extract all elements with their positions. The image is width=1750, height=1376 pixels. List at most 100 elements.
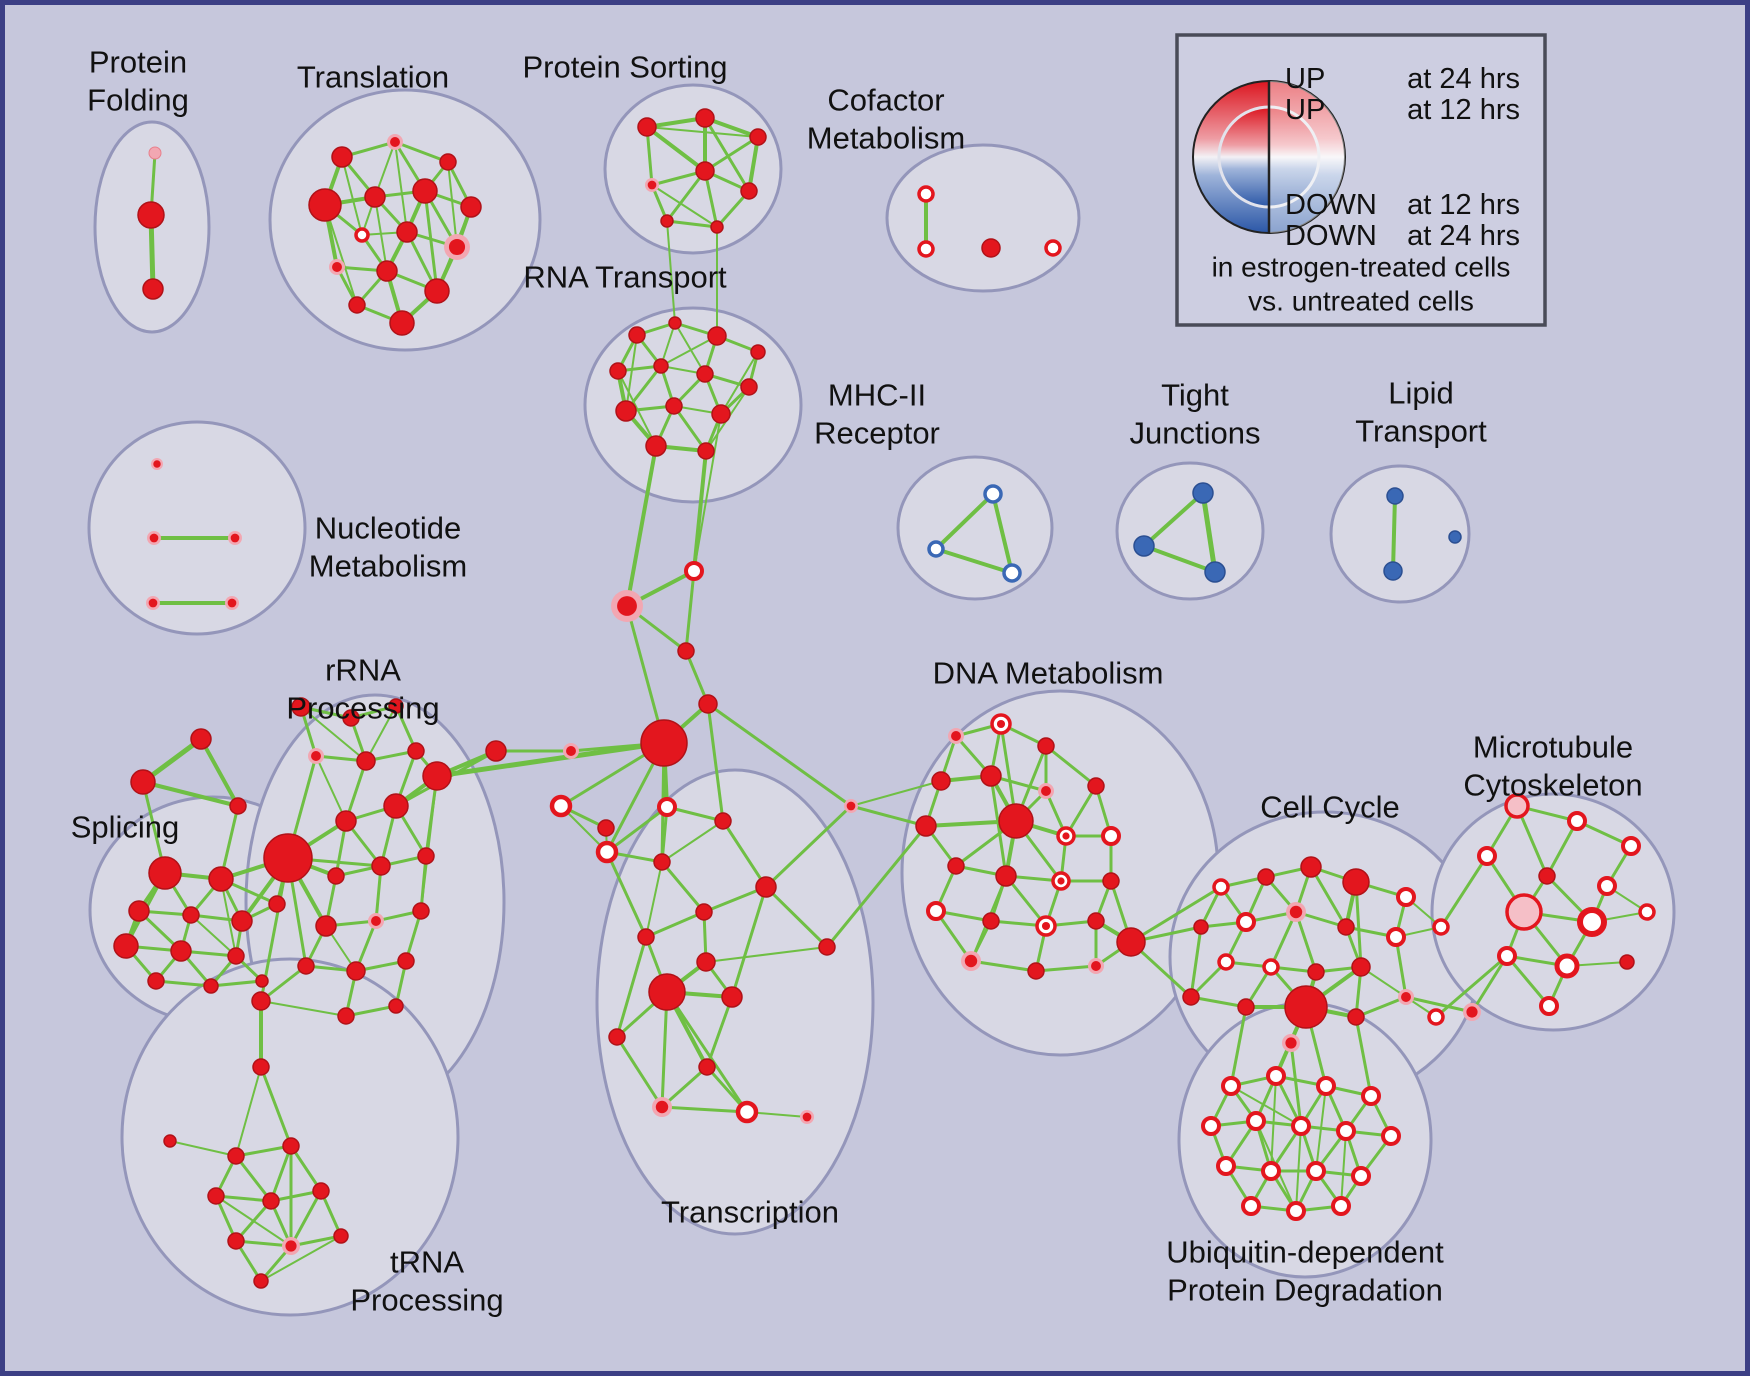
- gene-node-up: [297, 957, 315, 975]
- node-shape: [1597, 876, 1617, 896]
- node-shape: [485, 740, 507, 762]
- node-shape: [931, 771, 951, 791]
- gene-node-up: [333, 1228, 349, 1244]
- gene-node-up: [485, 740, 507, 762]
- gene-node-up-ring: [1101, 826, 1121, 846]
- edge: [645, 861, 663, 938]
- node-shape: [1289, 905, 1303, 919]
- node-shape: [964, 954, 978, 968]
- node-shape: [208, 866, 234, 892]
- gene-node-up: [615, 400, 637, 422]
- gene-node-up: [1237, 998, 1255, 1016]
- node-shape: [698, 694, 718, 714]
- cluster-label-cell-cycle: Cell Cycle: [1260, 790, 1400, 825]
- node-shape: [190, 728, 212, 750]
- gene-node-up: [251, 991, 271, 1011]
- node-shape: [1432, 918, 1450, 936]
- node-shape: [695, 903, 713, 921]
- gene-node-up: [412, 902, 430, 920]
- edge: [214, 1194, 273, 1203]
- gene-node-up: [364, 186, 386, 208]
- gene-node-down: [1383, 561, 1403, 581]
- node-shape: [998, 803, 1034, 839]
- edge: [825, 824, 928, 949]
- edge: [259, 1065, 293, 1148]
- node-shape: [1041, 921, 1051, 931]
- gene-node-up: [170, 940, 192, 962]
- edge: [615, 1035, 664, 1109]
- cluster-label-protein-sorting: Protein Sorting: [522, 50, 727, 85]
- node-shape: [802, 1112, 812, 1122]
- node-shape: [1285, 1037, 1297, 1049]
- node-shape: [312, 1182, 330, 1200]
- gene-node-up-ring: [917, 185, 935, 203]
- node-shape: [846, 801, 856, 811]
- node-shape: [1466, 1006, 1478, 1018]
- gene-node-up: [995, 865, 1017, 887]
- gene-node-up-halo: [1398, 989, 1414, 1005]
- node-shape: [1381, 1126, 1401, 1146]
- gene-node-up-target: [1056, 826, 1076, 846]
- gene-node-up: [291, 697, 311, 717]
- gene-node-up: [1037, 737, 1055, 755]
- gene-node-up-halo: [282, 1237, 300, 1255]
- node-shape: [647, 180, 657, 190]
- gene-node-up: [695, 903, 713, 921]
- node-shape: [227, 1147, 245, 1165]
- node-shape: [291, 697, 311, 717]
- node-shape: [1182, 988, 1200, 1006]
- gene-node-up: [1619, 954, 1635, 970]
- node-shape: [740, 378, 758, 396]
- node-shape: [698, 1058, 716, 1076]
- node-shape: [182, 906, 200, 924]
- edge: [1142, 544, 1217, 574]
- node-shape: [1087, 912, 1105, 930]
- gene-node-up-ring: [1266, 1066, 1286, 1086]
- edge: [1505, 954, 1551, 1008]
- node-shape: [364, 186, 386, 208]
- node-shape: [1307, 963, 1325, 981]
- gene-node-up: [1307, 963, 1325, 981]
- gene-node-up-ring: [549, 794, 573, 818]
- node-shape: [1477, 846, 1497, 866]
- gene-node-up: [981, 238, 1001, 258]
- edge: [665, 169, 707, 223]
- cluster-ellipse-nucleotide-metabolism: [87, 420, 307, 636]
- gene-node-up: [637, 117, 657, 137]
- edge: [605, 850, 648, 939]
- legend-time-0: at 24 hrs: [1407, 63, 1520, 95]
- node-shape: [230, 533, 240, 543]
- node-shape: [1241, 1196, 1261, 1216]
- node-shape: [1246, 1111, 1266, 1131]
- gene-node-up: [182, 906, 200, 924]
- edge: [1295, 1125, 1302, 1212]
- node-shape: [996, 719, 1006, 729]
- node-shape: [707, 326, 727, 346]
- gene-node-up: [1027, 962, 1045, 980]
- gene-node-up-ring: [595, 840, 619, 864]
- gene-node-up: [282, 1137, 300, 1155]
- cluster-label-transcription: Transcription: [661, 1195, 839, 1230]
- edge: [220, 878, 237, 957]
- gene-node-down: [1386, 487, 1404, 505]
- gene-node-up-ring: [1236, 912, 1256, 932]
- node-shape: [1236, 912, 1256, 932]
- gene-node-up-ring: [1638, 903, 1656, 921]
- node-shape: [657, 797, 677, 817]
- edge: [1034, 964, 1098, 973]
- node-shape: [142, 278, 164, 300]
- node-shape: [1212, 878, 1230, 896]
- edge: [269, 1144, 293, 1203]
- edge: [674, 322, 706, 375]
- gene-node-up: [412, 178, 438, 204]
- edge: [447, 161, 458, 248]
- gene-node-up-ring: [1261, 1161, 1281, 1181]
- node-shape: [251, 991, 271, 1011]
- node-shape: [376, 260, 398, 282]
- node-shape: [1266, 1066, 1286, 1086]
- edge: [850, 780, 942, 807]
- edge: [703, 116, 751, 193]
- node-shape: [981, 238, 1001, 258]
